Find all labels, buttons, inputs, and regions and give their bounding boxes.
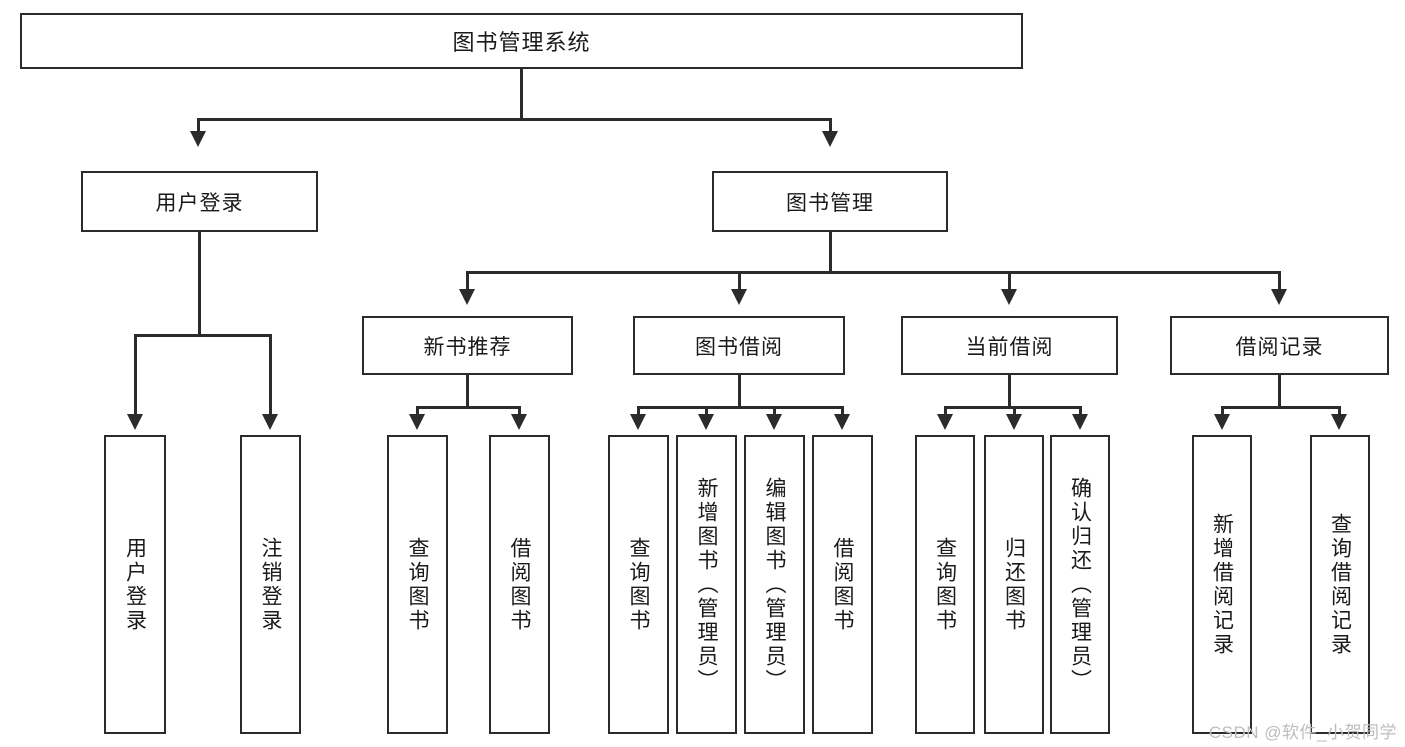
connector-bb-drop-3 xyxy=(773,406,776,418)
leaf-label: 编辑图书（管理员） xyxy=(763,476,786,693)
arrow-to-leaf-br-query-record xyxy=(1331,414,1347,430)
arrow-to-leaf-cb-confirm-return xyxy=(1072,414,1088,430)
connector-nbr-drop-2 xyxy=(518,406,521,418)
leaf-bb-edit-book-admin[interactable]: 编辑图书（管理员） xyxy=(744,435,805,734)
connector-cb-drop-2 xyxy=(1013,406,1016,418)
leaf-label: 用户登录 xyxy=(123,536,147,633)
connector-root-stem xyxy=(520,69,523,119)
arrow-to-book-management xyxy=(822,131,838,147)
connector-user-login-drop-1 xyxy=(134,334,137,416)
leaf-label: 确认归还（管理员） xyxy=(1068,476,1092,693)
connector-br-drop-1 xyxy=(1221,406,1224,418)
connector-current-borrow-stem xyxy=(1008,375,1011,408)
connector-level2-drop-current-borrow xyxy=(1008,271,1011,291)
node-label: 当前借阅 xyxy=(965,335,1054,359)
arrow-to-leaf-bb-edit-book xyxy=(766,414,782,430)
connector-level2-drop-new-book-recommend xyxy=(466,271,469,291)
leaf-bb-borrow-book[interactable]: 借阅图书 xyxy=(812,435,873,734)
arrow-to-new-book-recommend xyxy=(459,289,475,305)
node-label: 图书借阅 xyxy=(695,335,783,359)
node-label: 图书管理系统 xyxy=(452,30,591,55)
leaf-logout[interactable]: 注销登录 xyxy=(240,435,301,734)
connector-level1-bus xyxy=(197,118,831,121)
arrow-to-leaf-user-login xyxy=(127,414,143,430)
leaf-label: 新增借阅记录 xyxy=(1210,512,1234,657)
connector-user-login-bus xyxy=(134,334,271,337)
connector-level2-bus xyxy=(466,271,1281,274)
connector-br-drop-2 xyxy=(1338,406,1341,418)
arrow-to-user-login xyxy=(190,131,206,147)
leaf-br-query-borrow-record[interactable]: 查询借阅记录 xyxy=(1310,435,1370,734)
leaf-user-login[interactable]: 用户登录 xyxy=(104,435,166,734)
connector-borrow-record-bus xyxy=(1221,406,1340,409)
connector-current-borrow-bus xyxy=(944,406,1081,409)
leaf-label: 借阅图书 xyxy=(831,536,854,633)
leaf-label: 新增图书（管理员） xyxy=(695,476,718,693)
connector-bb-drop-4 xyxy=(841,406,844,418)
arrow-to-leaf-bb-borrow-book xyxy=(834,414,850,430)
leaf-bb-query-book[interactable]: 查询图书 xyxy=(608,435,669,734)
arrow-to-leaf-bb-add-book xyxy=(698,414,714,430)
connector-user-login-drop-2 xyxy=(269,334,272,416)
node-user-login[interactable]: 用户登录 xyxy=(81,171,318,232)
node-new-book-recommend[interactable]: 新书推荐 xyxy=(362,316,573,375)
connector-level1-drop-user-login xyxy=(197,118,200,134)
connector-bb-drop-2 xyxy=(705,406,708,418)
watermark-csdn: CSDN @软件_小贺同学 xyxy=(1208,723,1397,742)
node-label: 新书推荐 xyxy=(423,335,512,359)
arrow-to-leaf-nbr-query-book xyxy=(409,414,425,430)
connector-user-login-stem xyxy=(198,232,201,336)
leaf-label: 查询借阅记录 xyxy=(1328,512,1352,657)
arrow-to-leaf-bb-query-book xyxy=(630,414,646,430)
leaf-label: 查询图书 xyxy=(627,536,650,633)
leaf-cb-confirm-return-admin[interactable]: 确认归还（管理员） xyxy=(1050,435,1110,734)
leaf-label: 注销登录 xyxy=(259,536,282,633)
arrow-to-leaf-cb-query-book xyxy=(937,414,953,430)
arrow-to-book-borrow xyxy=(731,289,747,305)
connector-book-borrow-bus xyxy=(637,406,843,409)
node-label: 用户登录 xyxy=(155,191,244,215)
connector-cb-drop-1 xyxy=(944,406,947,418)
leaf-cb-return-book[interactable]: 归还图书 xyxy=(984,435,1044,734)
connector-level1-drop-book-management xyxy=(829,118,832,134)
leaf-label: 借阅图书 xyxy=(508,536,531,633)
connector-book-borrow-stem xyxy=(738,375,741,408)
node-borrow-record[interactable]: 借阅记录 xyxy=(1170,316,1389,375)
connector-nbr-drop-1 xyxy=(416,406,419,418)
node-current-borrow[interactable]: 当前借阅 xyxy=(901,316,1118,375)
connector-level2-drop-borrow-record xyxy=(1278,271,1281,291)
node-label: 借阅记录 xyxy=(1235,335,1324,359)
connector-cb-drop-3 xyxy=(1079,406,1082,418)
arrow-to-current-borrow xyxy=(1001,289,1017,305)
leaf-br-add-borrow-record[interactable]: 新增借阅记录 xyxy=(1192,435,1252,734)
arrow-to-leaf-cb-return-book xyxy=(1006,414,1022,430)
arrow-to-leaf-nbr-borrow-book xyxy=(511,414,527,430)
connector-bb-drop-1 xyxy=(637,406,640,418)
node-book-borrow[interactable]: 图书借阅 xyxy=(633,316,845,375)
node-book-management[interactable]: 图书管理 xyxy=(712,171,948,232)
node-label: 图书管理 xyxy=(786,191,874,215)
leaf-cb-query-book[interactable]: 查询图书 xyxy=(915,435,975,734)
leaf-nbr-query-book[interactable]: 查询图书 xyxy=(387,435,448,734)
connector-book-management-stem xyxy=(829,232,832,273)
connector-new-book-recommend-bus xyxy=(416,406,520,409)
leaf-label: 归还图书 xyxy=(1002,536,1026,633)
leaf-label: 查询图书 xyxy=(933,536,957,633)
connector-level2-drop-book-borrow xyxy=(738,271,741,291)
connector-borrow-record-stem xyxy=(1278,375,1281,408)
arrow-to-leaf-br-add-record xyxy=(1214,414,1230,430)
leaf-nbr-borrow-book[interactable]: 借阅图书 xyxy=(489,435,550,734)
connector-new-book-recommend-stem xyxy=(466,375,469,408)
arrow-to-borrow-record xyxy=(1271,289,1287,305)
node-root-book-management-system[interactable]: 图书管理系统 xyxy=(20,13,1023,69)
leaf-bb-add-book-admin[interactable]: 新增图书（管理员） xyxy=(676,435,737,734)
arrow-to-leaf-logout xyxy=(262,414,278,430)
leaf-label: 查询图书 xyxy=(406,536,429,633)
